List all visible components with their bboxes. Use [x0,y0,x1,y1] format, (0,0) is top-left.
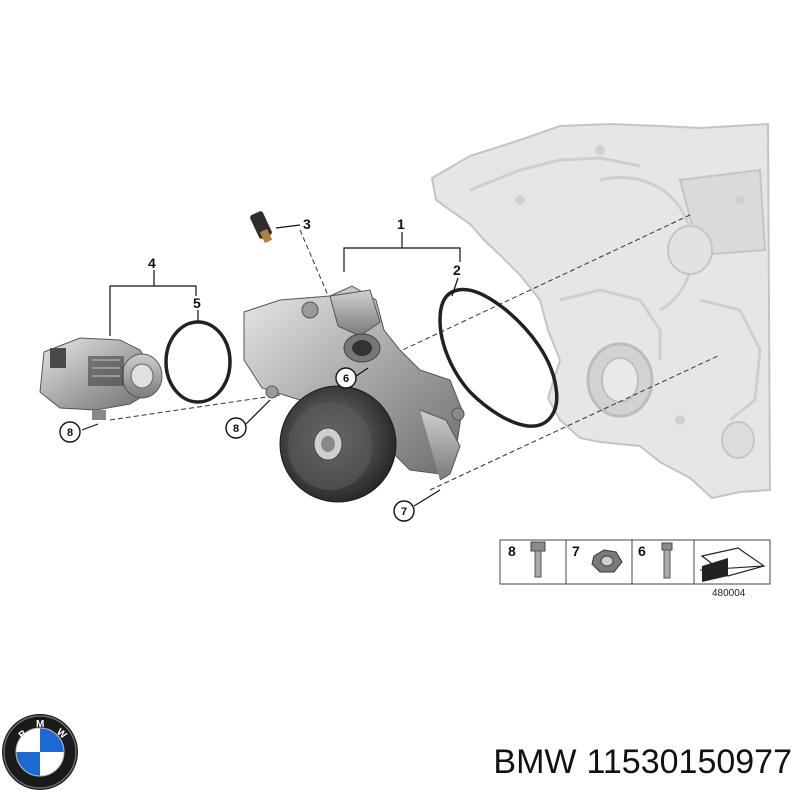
legend-number-7: 7 [572,543,580,559]
callout-6: 6 [343,373,349,385]
caption-part-number: 11530150977 [586,743,792,781]
bmw-logo: B M W [2,714,78,790]
thermostat-4 [39,337,163,420]
pump-pulley [279,385,397,503]
callout-8b: 8 [233,423,239,435]
callout-7: 7 [401,506,407,518]
arrow-icon [699,547,766,582]
sensor-3 [250,211,273,244]
caption-brand: BMW [493,743,577,781]
callout-3: 3 [303,216,311,232]
svg-text:M: M [36,719,44,730]
bolt-icon [530,541,546,578]
callout-1: 1 [397,216,405,232]
callout-8a: 8 [67,427,73,439]
callout-6-badge: 6 [335,367,357,389]
engine-block [430,122,772,500]
callout-4: 4 [148,255,156,271]
fastener-legend: 8 7 6 [499,539,771,585]
diagram-code: 480004 [712,588,746,599]
screw-icon [661,542,673,579]
legend-number-8: 8 [508,543,516,559]
callout-8a-badge: 8 [59,421,81,443]
callout-8b-badge: 8 [225,417,247,439]
o-ring-5 [164,320,232,404]
callout-leaders [81,224,461,507]
callout-2: 2 [453,262,461,278]
callout-5: 5 [193,295,201,311]
gasket-2 [438,287,559,428]
callout-7-badge: 7 [393,500,415,522]
legend-number-6: 6 [638,543,646,559]
assembly-lines [109,214,721,491]
nut-icon [591,549,623,573]
